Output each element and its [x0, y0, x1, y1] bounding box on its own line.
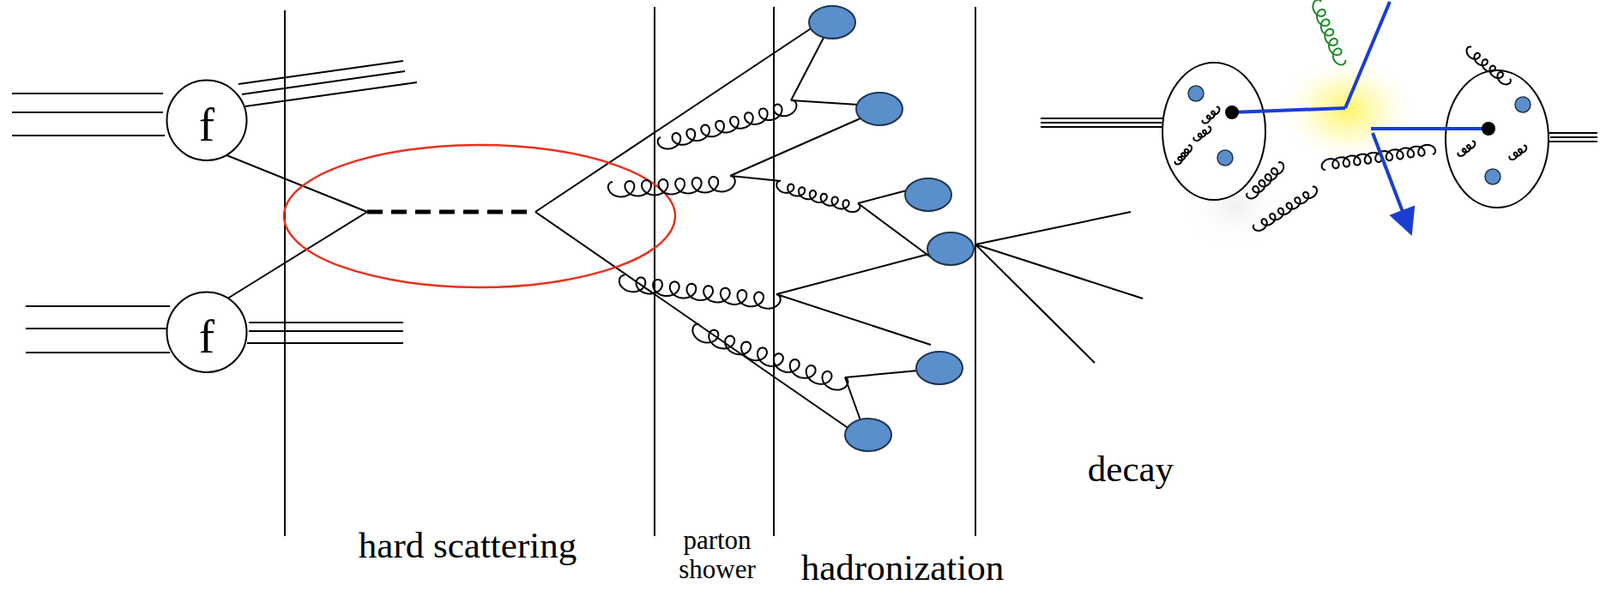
- gluon-coil: [658, 100, 797, 150]
- gluons: [608, 100, 861, 391]
- gluon-coil: [692, 324, 848, 391]
- gluon-coil: [1509, 145, 1527, 160]
- pdf-ellipse: f: [165, 290, 248, 375]
- partons: [216, 25, 1143, 429]
- gluon-coil: [1253, 187, 1317, 231]
- gluon-coil: [1457, 141, 1475, 157]
- pdf-ellipse: f: [165, 78, 248, 163]
- gluon-coil: [1202, 107, 1220, 124]
- collision-picture: [1040, 0, 1598, 249]
- stage-label: decay: [1087, 448, 1174, 490]
- gluon-coil: [619, 275, 781, 309]
- gluon-coil: [1246, 162, 1284, 199]
- pdf-label: f: [199, 92, 215, 149]
- pdf-label: f: [199, 304, 215, 361]
- stage-label: parton shower: [665, 525, 769, 585]
- hard-process-ring: [283, 144, 676, 288]
- hadrons: [809, 6, 974, 452]
- gluon-coil: [1312, 0, 1346, 66]
- gluon-coil: [1175, 144, 1192, 164]
- gluon-coil: [608, 175, 736, 198]
- stage-label: hard scattering: [358, 525, 577, 566]
- gluon-coil: [776, 181, 860, 212]
- gluon-coil: [1467, 46, 1511, 85]
- gluon-coil: [1193, 126, 1211, 141]
- stage-label: hadronization: [801, 547, 1004, 588]
